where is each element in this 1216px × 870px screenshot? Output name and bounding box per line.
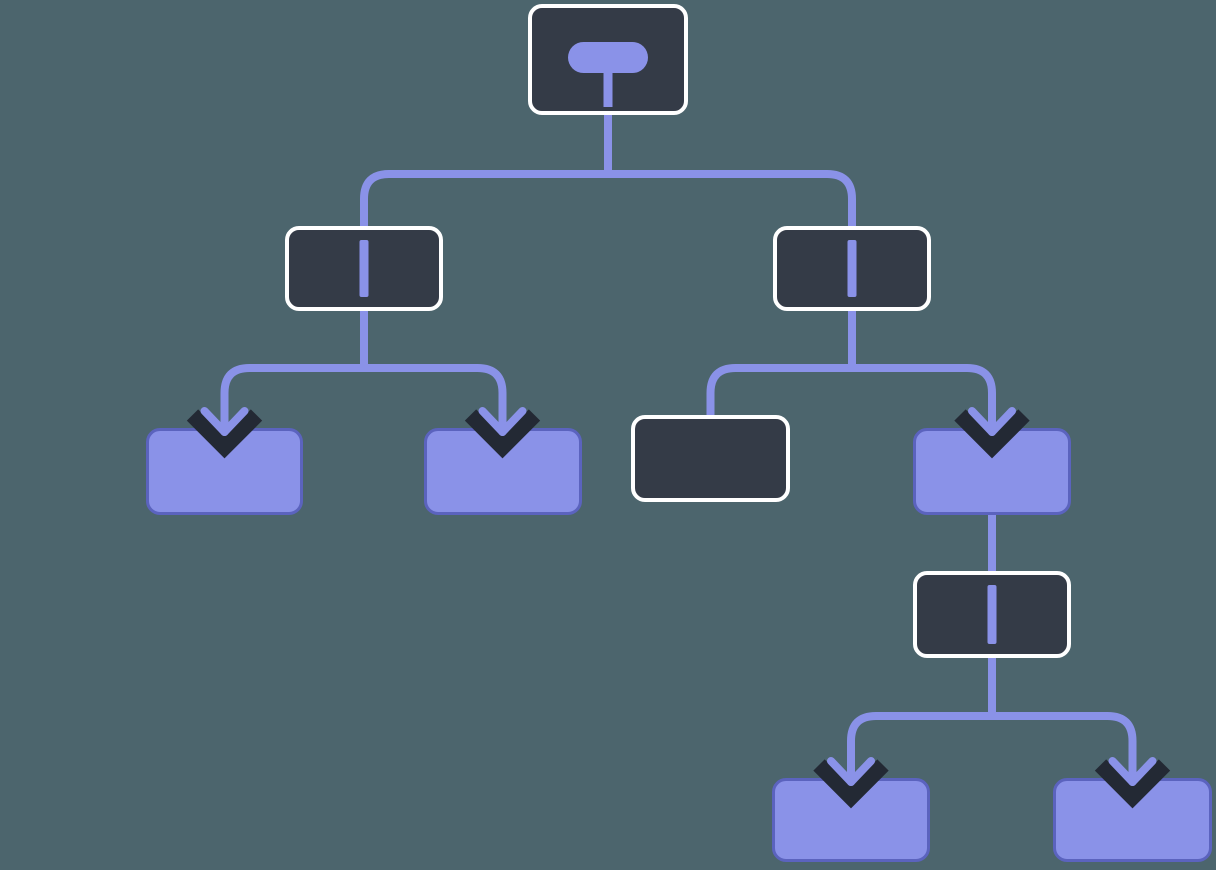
edge-splitright-to-leaves [706, 309, 996, 417]
edge-root-to-splits [360, 111, 856, 226]
node-leaf-4[interactable] [913, 428, 1071, 515]
edge-splitlower-to-leaves [847, 655, 1137, 762]
node-leaf-5[interactable] [772, 778, 930, 862]
node-root[interactable] [528, 4, 688, 115]
vertical-bar-icon [987, 585, 997, 644]
node-leaf-2[interactable] [424, 428, 582, 515]
vertical-bar-icon [847, 240, 857, 297]
vertical-bar-icon [359, 240, 369, 297]
node-split-lower[interactable] [913, 571, 1071, 658]
node-leaf-6[interactable] [1053, 778, 1212, 862]
root-pill-stem [603, 70, 613, 107]
root-pill-shape [568, 42, 648, 73]
edge-splitleft-to-leaves [220, 309, 507, 412]
node-split-right[interactable] [773, 226, 931, 311]
node-leaf-1[interactable] [146, 428, 303, 515]
node-leaf-3[interactable] [631, 415, 790, 502]
node-split-left[interactable] [285, 226, 443, 311]
